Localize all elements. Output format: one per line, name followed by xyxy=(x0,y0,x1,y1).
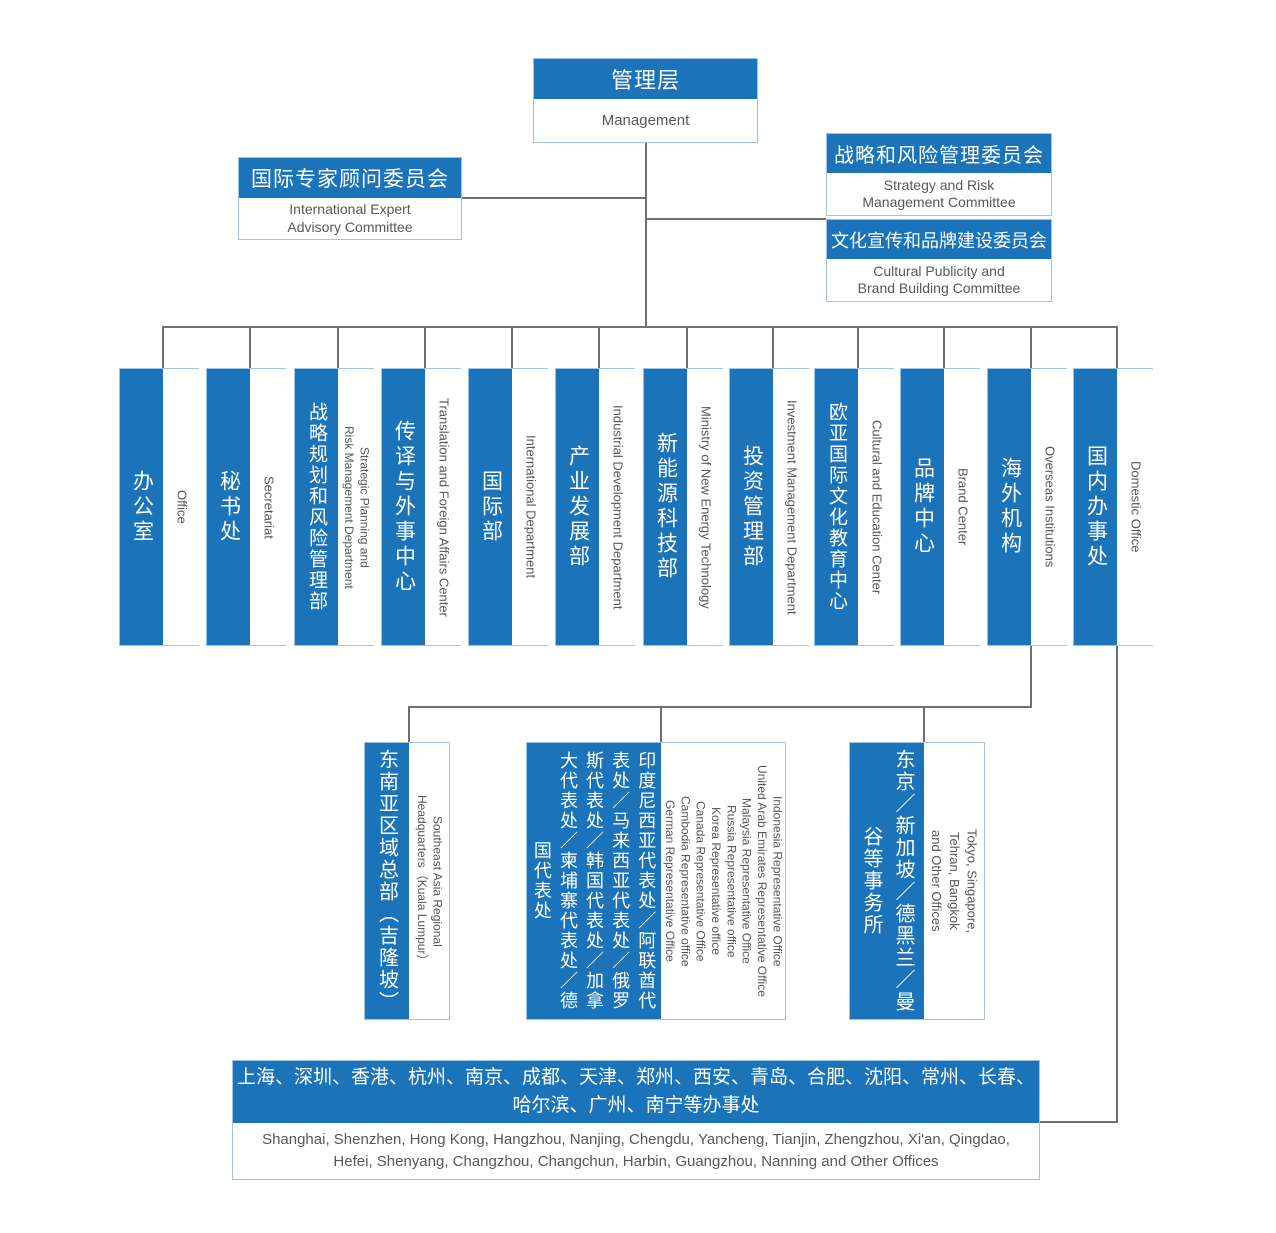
node-southeast-asia-hq: 东南亚区域总部（吉隆坡） Southeast Asia Regional Hea… xyxy=(364,742,450,1020)
dept-strategic-planning-risk-label-zh: 战略规划和风险管理部 xyxy=(295,369,338,645)
dept-brand-center-label-zh: 品牌中心 xyxy=(901,369,944,645)
domestic-offices-label-en: Shanghai, Shenzhen, Hong Kong, Hangzhou,… xyxy=(233,1123,1039,1179)
node-dept-secretariat: 秘书处 Secretariat xyxy=(206,368,286,646)
connector-drop xyxy=(1116,326,1118,368)
advisory-label-zh: 国际专家顾问委员会 xyxy=(239,158,461,198)
connector-drop xyxy=(943,326,945,368)
southeast-asia-hq-label-en: Southeast Asia Regional Headquarters（Kua… xyxy=(409,743,449,1019)
representative-offices-label-en: Indonesia Representative Office United A… xyxy=(661,743,785,1019)
node-dept-translation-foreign-affairs: 传译与外事中心 Translation and Foreign Affairs … xyxy=(381,368,461,646)
connector-management-drop xyxy=(645,143,647,326)
management-label-en: Management xyxy=(534,99,757,142)
dept-investment-management-label-en: Investment Management Department xyxy=(773,369,809,645)
connector-drop xyxy=(1030,326,1032,368)
dept-new-energy-technology-label-zh: 新能源科技部 xyxy=(644,369,687,645)
node-dept-domestic-office: 国内办事处 Domestic Office xyxy=(1073,368,1153,646)
tokyo-singapore-offices-label-en: Tokyo, Singapore, Tehran, Bangkok and Ot… xyxy=(924,743,984,1019)
dept-secretariat-label-zh: 秘书处 xyxy=(207,369,250,645)
strategy-risk-committee-label-en: Strategy and Risk Management Committee xyxy=(827,173,1051,215)
node-international-expert-advisory-committee: 国际专家顾问委员会 International Expert Advisory … xyxy=(238,157,462,240)
dept-industrial-development-label-en: Industrial Development Department xyxy=(599,369,635,645)
connector-overseas-drop xyxy=(660,706,662,742)
node-dept-cultural-education-center: 欧亚国际文化教育中心 Cultural and Education Center xyxy=(814,368,894,646)
dept-investment-management-label-zh: 投资管理部 xyxy=(730,369,773,645)
connector-committees xyxy=(645,218,826,220)
management-label-zh: 管理层 xyxy=(534,59,757,99)
connector-drop xyxy=(249,326,251,368)
southeast-asia-hq-label-zh: 东南亚区域总部（吉隆坡） xyxy=(365,743,409,1019)
dept-new-energy-technology-label-en: Ministry of New Energy Technology xyxy=(687,369,723,645)
node-representative-offices: 印度尼西亚代表处／阿联酋代表处／马来西亚代表处／俄罗斯代表处／韩国代表处／加拿大… xyxy=(526,742,786,1020)
node-dept-international: 国际部 International Department xyxy=(468,368,548,646)
connector-drop xyxy=(162,326,164,368)
connector-overseas-drop xyxy=(408,706,410,742)
node-domestic-offices-list: 上海、深圳、香港、杭州、南京、成都、天津、郑州、西安、青岛、合肥、沈阳、常州、长… xyxy=(232,1060,1040,1180)
connector-overseas-bus xyxy=(408,706,1032,708)
dept-international-label-en: International Department xyxy=(512,369,548,645)
connector-drop xyxy=(511,326,513,368)
dept-office-label-en: Office xyxy=(163,369,199,645)
connector-main-bus xyxy=(162,326,1118,328)
dept-secretariat-label-en: Secretariat xyxy=(250,369,286,645)
node-dept-office: 办公室 Office xyxy=(119,368,199,646)
dept-industrial-development-label-zh: 产业发展部 xyxy=(556,369,599,645)
connector-domestic-stem xyxy=(1116,646,1118,1123)
dept-strategic-planning-risk-label-en: Strategic Planning and Risk Management D… xyxy=(338,369,374,645)
connector-drop xyxy=(857,326,859,368)
node-dept-new-energy-technology: 新能源科技部 Ministry of New Energy Technology xyxy=(643,368,723,646)
node-dept-investment-management: 投资管理部 Investment Management Department xyxy=(729,368,809,646)
dept-overseas-institutions-label-zh: 海外机构 xyxy=(988,369,1031,645)
node-cultural-publicity-committee: 文化宣传和品牌建设委员会 Cultural Publicity and Bran… xyxy=(826,219,1052,302)
node-dept-industrial-development: 产业发展部 Industrial Development Department xyxy=(555,368,635,646)
tokyo-singapore-offices-label-zh: 东京／新加坡／德黑兰／曼谷等事务所 xyxy=(850,743,924,1019)
domestic-offices-label-zh: 上海、深圳、香港、杭州、南京、成都、天津、郑州、西安、青岛、合肥、沈阳、常州、长… xyxy=(233,1061,1039,1123)
connector-domestic-elbow xyxy=(1040,1121,1118,1123)
connector-drop xyxy=(772,326,774,368)
node-dept-strategic-planning-risk: 战略规划和风险管理部 Strategic Planning and Risk M… xyxy=(294,368,374,646)
node-tokyo-singapore-offices: 东京／新加坡／德黑兰／曼谷等事务所 Tokyo, Singapore, Tehr… xyxy=(849,742,985,1020)
strategy-risk-committee-label-zh: 战略和风险管理委员会 xyxy=(827,134,1051,173)
cultural-publicity-committee-label-en: Cultural Publicity and Brand Building Co… xyxy=(827,259,1051,301)
connector-drop xyxy=(598,326,600,368)
connector-drop xyxy=(337,326,339,368)
connector-drop xyxy=(424,326,426,368)
dept-domestic-office-label-zh: 国内办事处 xyxy=(1074,369,1117,645)
connector-overseas-drop xyxy=(923,706,925,742)
node-dept-overseas-institutions: 海外机构 Overseas Institutions xyxy=(987,368,1067,646)
connector-advisory xyxy=(462,197,646,199)
dept-translation-foreign-affairs-label-zh: 传译与外事中心 xyxy=(382,369,425,645)
connector-overseas-stem xyxy=(1030,646,1032,707)
cultural-publicity-committee-label-zh: 文化宣传和品牌建设委员会 xyxy=(827,220,1051,259)
dept-cultural-education-center-label-zh: 欧亚国际文化教育中心 xyxy=(815,369,858,645)
dept-office-label-zh: 办公室 xyxy=(120,369,163,645)
connector-drop xyxy=(686,326,688,368)
dept-overseas-institutions-label-en: Overseas Institutions xyxy=(1031,369,1067,645)
node-dept-brand-center: 品牌中心 Brand Center xyxy=(900,368,980,646)
dept-cultural-education-center-label-en: Cultural and Education Center xyxy=(858,369,894,645)
dept-brand-center-label-en: Brand Center xyxy=(944,369,980,645)
dept-translation-foreign-affairs-label-en: Translation and Foreign Affairs Center xyxy=(425,369,461,645)
node-strategy-risk-committee: 战略和风险管理委员会 Strategy and Risk Management … xyxy=(826,133,1052,216)
node-management: 管理层 Management xyxy=(533,58,758,143)
advisory-label-en: International Expert Advisory Committee xyxy=(239,198,461,239)
dept-domestic-office-label-en: Domestic Office xyxy=(1117,369,1153,645)
dept-international-label-zh: 国际部 xyxy=(469,369,512,645)
representative-offices-label-zh: 印度尼西亚代表处／阿联酋代表处／马来西亚代表处／俄罗斯代表处／韩国代表处／加拿大… xyxy=(527,743,661,1019)
